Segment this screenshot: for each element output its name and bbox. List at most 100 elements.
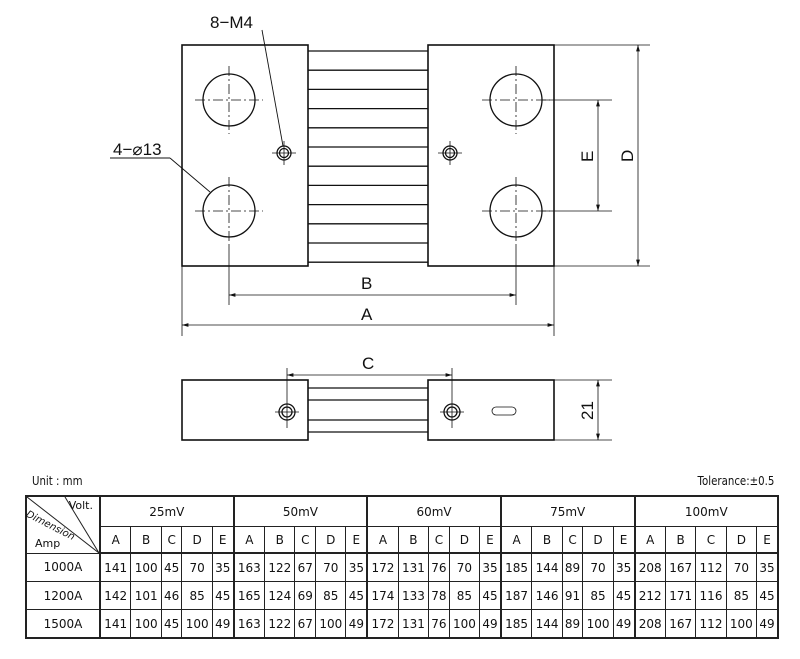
dimension-header: D — [582, 526, 614, 554]
value-cell: 91 — [561, 581, 584, 610]
value-cell: 100 — [181, 609, 213, 639]
voltage-header: 60mV — [366, 495, 502, 527]
value-cell: 146 — [531, 581, 563, 610]
right-terminal-block — [427, 44, 555, 267]
corner-amp: Amp — [35, 536, 61, 550]
dimension-header: E — [612, 526, 636, 554]
value-cell: 70 — [582, 552, 614, 582]
dimension-header: D — [181, 526, 213, 554]
value-cell: 35 — [612, 552, 636, 582]
value-cell: 100 — [582, 609, 614, 639]
value-cell: 70 — [181, 552, 213, 582]
dimension-header: C — [428, 526, 450, 554]
dim-e-label: E — [578, 151, 597, 162]
value-cell: 141 — [99, 552, 132, 582]
thread-holes-label: 8−M4 — [210, 13, 253, 32]
value-cell: 122 — [264, 609, 296, 639]
value-cell: 171 — [664, 581, 697, 610]
value-cell: 35 — [756, 552, 780, 582]
corner-volt: Volt. — [68, 499, 93, 512]
value-cell: 101 — [130, 581, 162, 610]
value-cell: 185 — [500, 609, 533, 639]
value-cell: 122 — [264, 552, 296, 582]
value-cell: 187 — [500, 581, 533, 610]
dimension-header: B — [397, 526, 430, 554]
value-cell: 76 — [428, 609, 450, 639]
value-cell: 133 — [397, 581, 430, 610]
value-cell: 163 — [233, 552, 266, 582]
dimension-header: E — [756, 526, 780, 554]
value-cell: 35 — [211, 552, 235, 582]
value-cell: 45 — [479, 581, 502, 610]
value-cell: 67 — [294, 552, 317, 582]
value-cell: 185 — [500, 552, 533, 582]
logo — [491, 406, 517, 416]
dimension-header: E — [345, 526, 369, 554]
value-cell: 141 — [99, 609, 132, 639]
dimension-header: E — [211, 526, 235, 554]
mount-holes-label: 4−⌀13 — [113, 140, 162, 159]
amp-cell: 1200A — [25, 581, 101, 610]
value-cell: 174 — [366, 581, 399, 610]
value-cell: 49 — [756, 609, 780, 639]
voltage-header: 50mV — [233, 495, 369, 527]
corner-cell: Volt. Dimension Amp — [24, 495, 101, 554]
value-cell: 172 — [366, 609, 399, 639]
value-cell: 45 — [160, 552, 183, 582]
value-cell: 85 — [725, 581, 758, 610]
value-cell: 212 — [634, 581, 666, 610]
dimension-header: D — [315, 526, 347, 554]
dimension-header: E — [479, 526, 502, 554]
dimension-header: D — [725, 526, 758, 554]
value-cell: 85 — [181, 581, 213, 610]
value-cell: 116 — [695, 581, 727, 610]
dim-height-label: 21 — [578, 401, 597, 420]
value-cell: 45 — [612, 581, 636, 610]
value-cell: 131 — [397, 609, 430, 639]
value-cell: 131 — [397, 552, 430, 582]
dimension-header: B — [531, 526, 563, 554]
value-cell: 142 — [99, 581, 132, 610]
left-terminal-block — [181, 44, 309, 267]
dim-a-label: A — [361, 305, 373, 324]
value-cell: 49 — [612, 609, 636, 639]
value-cell: 100 — [315, 609, 347, 639]
value-cell: 144 — [531, 552, 563, 582]
dimension-header: A — [634, 526, 666, 554]
dimension-header: B — [264, 526, 296, 554]
hole-centerlines — [195, 66, 550, 245]
amp-cell: 1500A — [25, 609, 101, 639]
dimension-header: C — [695, 526, 727, 554]
m4-thread-holes — [272, 141, 462, 165]
dimension-header: A — [500, 526, 533, 554]
value-cell: 35 — [479, 552, 502, 582]
dim-b-label: B — [361, 274, 372, 293]
value-cell: 45 — [211, 581, 235, 610]
dimension-header: A — [99, 526, 132, 554]
dimension-header: C — [561, 526, 584, 554]
value-cell: 163 — [233, 609, 266, 639]
resistance-bars — [308, 50, 428, 263]
value-cell: 78 — [428, 581, 450, 610]
value-cell: 124 — [264, 581, 296, 610]
value-cell: 167 — [664, 552, 697, 582]
voltage-header: 100mV — [634, 495, 779, 527]
value-cell: 46 — [160, 581, 183, 610]
dim-c-label: C — [362, 354, 374, 373]
value-cell: 112 — [695, 552, 727, 582]
value-cell: 49 — [211, 609, 235, 639]
dimension-header: A — [233, 526, 266, 554]
shunt-drawing: 8−M4 4−⌀13 E D B A C 21 — [110, 13, 650, 441]
value-cell: 70 — [448, 552, 481, 582]
voltage-header: 25mV — [99, 495, 235, 527]
value-cell: 35 — [345, 552, 369, 582]
dimension-header: C — [294, 526, 317, 554]
value-cell: 165 — [233, 581, 266, 610]
value-cell: 100 — [130, 609, 162, 639]
value-cell: 100 — [448, 609, 481, 639]
value-cell: 89 — [561, 609, 584, 639]
